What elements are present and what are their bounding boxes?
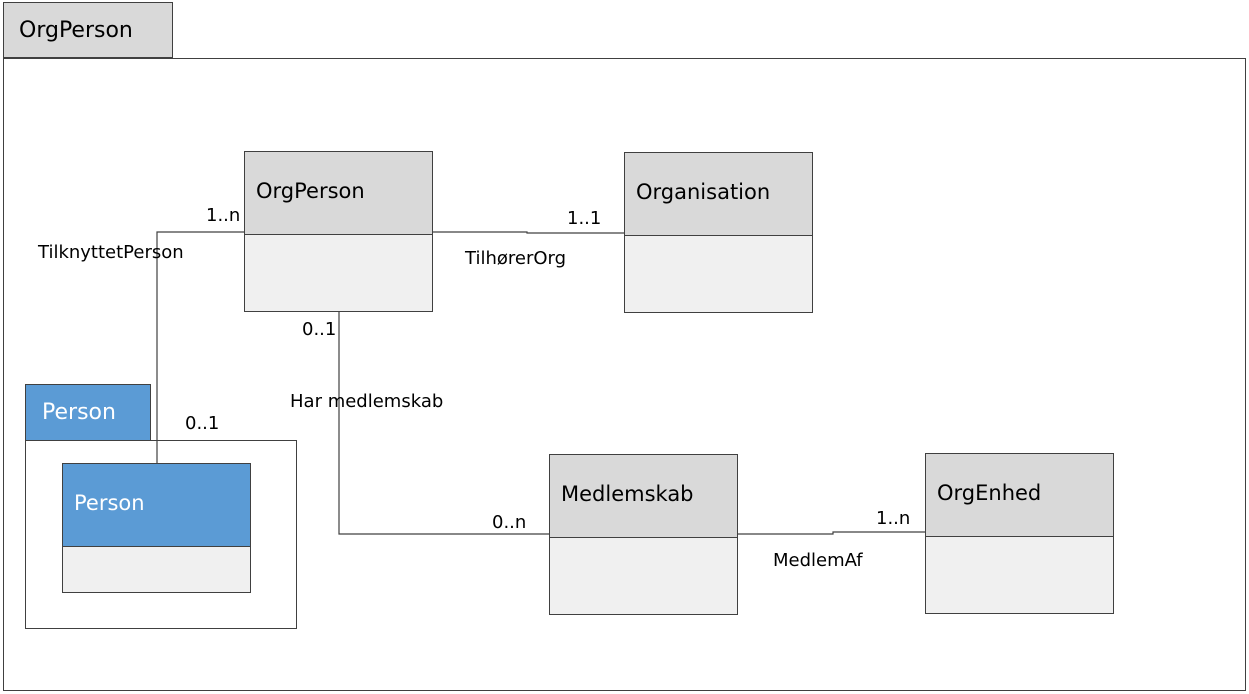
class-organisation[interactable]: Organisation xyxy=(624,152,813,313)
package-tab-orgperson: OrgPerson xyxy=(3,2,173,58)
class-name: Medlemskab xyxy=(561,482,694,506)
class-header: Medlemskab xyxy=(550,455,737,538)
class-name: OrgPerson xyxy=(256,179,365,203)
class-orgperson[interactable]: OrgPerson xyxy=(244,151,433,312)
line-tilknyttetperson xyxy=(156,231,244,463)
class-name: Person xyxy=(74,491,145,515)
multiplicity-label: 0..1 xyxy=(302,319,337,340)
package-orgperson xyxy=(3,58,1246,691)
package-name: OrgPerson xyxy=(19,17,133,43)
multiplicity-label: 1..n xyxy=(206,205,241,226)
package-name: Person xyxy=(42,400,116,425)
class-header: OrgEnhed xyxy=(926,454,1113,537)
multiplicity-label: 1..n xyxy=(876,508,911,529)
class-name: Organisation xyxy=(636,180,771,204)
class-medlemskab[interactable]: Medlemskab xyxy=(549,454,738,615)
multiplicity-label: 0..n xyxy=(492,512,527,533)
line-tilhorerorg xyxy=(432,231,625,234)
line-medlemaf xyxy=(737,531,926,535)
class-orgenhed[interactable]: OrgEnhed xyxy=(925,453,1114,614)
class-name: OrgEnhed xyxy=(937,481,1042,505)
association-name: MedlemAf xyxy=(773,550,863,571)
class-header: Organisation xyxy=(625,153,812,236)
multiplicity-label: 0..1 xyxy=(185,413,220,434)
package-person xyxy=(25,440,297,629)
association-name: Har medlemskab xyxy=(290,391,444,412)
class-header: OrgPerson xyxy=(245,152,432,235)
class-person[interactable]: Person xyxy=(62,463,251,593)
class-header: Person xyxy=(63,464,250,547)
multiplicity-label: 1..1 xyxy=(567,208,602,229)
line-har-medlemskab xyxy=(338,312,549,535)
association-name: TilknyttetPerson xyxy=(38,242,184,263)
association-name: TilhørerOrg xyxy=(465,248,567,269)
